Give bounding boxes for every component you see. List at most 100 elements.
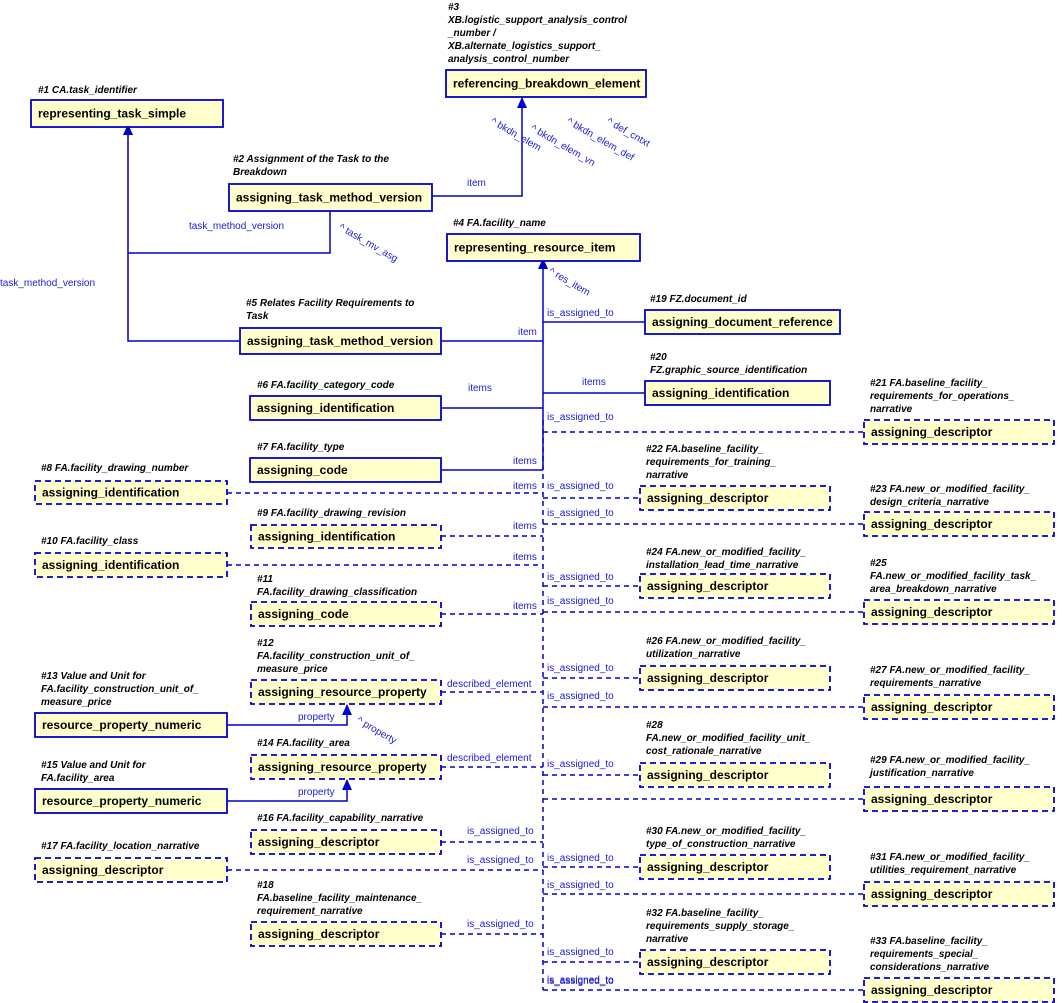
caption-line: FA.facility_drawing_classification bbox=[257, 587, 417, 598]
entity-caption-e8: #8 FA.facility_drawing_number bbox=[41, 463, 189, 474]
caption-line: #32 FA.baseline_facility_ bbox=[646, 908, 764, 919]
caption-line: FA.new_or_modified_facility_task_ bbox=[870, 571, 1037, 582]
caption-line: #29 FA.new_or_modified_facility_ bbox=[870, 755, 1030, 766]
entity-box bbox=[239, 327, 442, 355]
entity-name: resource_property_numeric bbox=[42, 718, 202, 732]
arrowhead-e14 bbox=[342, 779, 352, 790]
connector-label: item bbox=[518, 327, 537, 338]
entity-name: assigning_descriptor bbox=[871, 605, 993, 619]
entity-e22: assigning_descriptor bbox=[639, 485, 831, 511]
entity-box bbox=[250, 754, 442, 780]
connector-label: is_assigned_to bbox=[547, 572, 614, 583]
entity-caption-e22: #22 FA.baseline_facility_requirements_fo… bbox=[646, 444, 776, 481]
entity-caption-e10: #10 FA.facility_class bbox=[41, 536, 139, 547]
caption-line: #21 FA.baseline_facility_ bbox=[870, 378, 988, 389]
caption-line: #13 Value and Unit for bbox=[41, 671, 147, 682]
entity-box bbox=[644, 380, 831, 406]
entity-name: assigning_identification bbox=[42, 486, 179, 500]
arrowhead-e1 bbox=[123, 124, 133, 135]
caption-line: #16 FA.facility_capability_narrative bbox=[257, 813, 424, 824]
entity-e20: assigning_identification bbox=[644, 380, 831, 406]
entity-name: referencing_breakdown_element bbox=[453, 77, 640, 91]
connector-label: is_assigned_to bbox=[467, 855, 534, 866]
entity-e16: assigning_descriptor bbox=[250, 829, 442, 855]
connector-label: ^ property bbox=[355, 715, 399, 747]
caption-line: #28 bbox=[646, 720, 663, 731]
connector-label: described_element bbox=[447, 753, 532, 764]
caption-line: #2 Assignment of the Task to the bbox=[233, 154, 389, 165]
caption-line: type_of_construction_narrative bbox=[646, 839, 796, 850]
entity-box bbox=[863, 694, 1055, 720]
entity-box bbox=[34, 788, 228, 814]
caption-line: Task bbox=[246, 311, 269, 322]
entity-caption-e23: #23 FA.new_or_modified_facility_design_c… bbox=[870, 484, 1030, 508]
entity-caption-e33: #33 FA.baseline_facility_requirements_sp… bbox=[870, 936, 989, 973]
caption-line: #4 FA.facility_name bbox=[453, 218, 546, 229]
entity-e17: assigning_descriptor bbox=[34, 857, 228, 883]
entity-caption-e13: #13 Value and Unit forFA.facility_constr… bbox=[41, 671, 199, 708]
entity-name: assigning_descriptor bbox=[647, 860, 769, 874]
caption-line: #20 bbox=[650, 352, 667, 363]
entity-e7: assigning_code bbox=[249, 457, 442, 483]
caption-line: #3 bbox=[448, 2, 460, 13]
entity-e33: assigning_descriptor bbox=[863, 977, 1055, 1003]
entity-name: assigning_descriptor bbox=[871, 700, 993, 714]
entity-box bbox=[639, 485, 831, 511]
entity-box bbox=[863, 599, 1055, 625]
caption-line: measure_price bbox=[41, 697, 112, 708]
caption-line: #33 FA.baseline_facility_ bbox=[870, 936, 988, 947]
connector-label: item bbox=[467, 178, 486, 189]
entity-caption-e9: #9 FA.facility_drawing_revision bbox=[257, 508, 406, 519]
arrowhead-e12 bbox=[342, 704, 352, 715]
entity-e8: assigning_identification bbox=[34, 480, 228, 505]
entity-name: assigning_task_method_version bbox=[247, 334, 433, 348]
caption-line: #24 FA.new_or_modified_facility_ bbox=[646, 547, 806, 558]
entity-name: assigning_identification bbox=[42, 558, 179, 572]
caption-line: narrative bbox=[646, 470, 689, 481]
entity-caption-e17: #17 FA.facility_location_narrative bbox=[41, 841, 200, 852]
entity-name: assigning_identification bbox=[258, 530, 395, 544]
connector-label: described_element bbox=[447, 679, 532, 690]
caption-line: utilization_narrative bbox=[646, 649, 741, 660]
caption-line: #22 FA.baseline_facility_ bbox=[646, 444, 764, 455]
entity-name: assigning_identification bbox=[652, 386, 789, 400]
caption-line: requirements_narrative bbox=[870, 678, 982, 689]
entity-caption-e2: #2 Assignment of the Task to theBreakdow… bbox=[233, 154, 389, 178]
caption-line: #30 FA.new_or_modified_facility_ bbox=[646, 826, 806, 837]
entity-e4: representing_resource_item bbox=[446, 233, 641, 262]
entity-caption-e16: #16 FA.facility_capability_narrative bbox=[257, 813, 424, 824]
connector-label: task_method_version bbox=[189, 221, 284, 232]
entity-box bbox=[250, 829, 442, 855]
caption-line: FA.baseline_facility_maintenance_ bbox=[257, 893, 423, 904]
caption-line: cost_rationale_narrative bbox=[646, 746, 762, 757]
entity-caption-e12: #12FA.facility_construction_unit_of_meas… bbox=[257, 638, 415, 675]
connector-label: is_assigned_to bbox=[547, 976, 614, 987]
arrowheads bbox=[123, 97, 548, 790]
caption-line: #25 bbox=[870, 558, 887, 569]
caption-line: requirement_narrative bbox=[257, 906, 363, 917]
entity-caption-e31: #31 FA.new_or_modified_facility_utilitie… bbox=[870, 852, 1030, 876]
caption-line: #6 FA.facility_category_code bbox=[257, 380, 395, 391]
caption-line: considerations_narrative bbox=[870, 962, 989, 973]
entity-name: assigning_descriptor bbox=[647, 955, 769, 969]
entity-caption-e3: #3XB.logistic_support_analysis_control_n… bbox=[447, 2, 627, 65]
entity-e10: assigning_identification bbox=[34, 552, 228, 578]
entity-box bbox=[863, 419, 1055, 445]
entity-caption-e27: #27 FA.new_or_modified_facility_requirem… bbox=[870, 665, 1030, 689]
entity-e26: assigning_descriptor bbox=[639, 665, 831, 691]
entity-box bbox=[250, 524, 442, 549]
entity-name: assigning_descriptor bbox=[42, 863, 164, 877]
entity-name: assigning_descriptor bbox=[871, 887, 993, 901]
entity-box bbox=[863, 977, 1055, 1003]
connector-label: is_assigned_to bbox=[547, 481, 614, 492]
entity-caption-e26: #26 FA.new_or_modified_facility_utilizat… bbox=[646, 636, 806, 660]
caption-line: area_breakdown_narrative bbox=[870, 584, 997, 595]
entity-e11: assigning_code bbox=[250, 601, 442, 627]
caption-line: utilities_requirement_narrative bbox=[870, 865, 1017, 876]
caption-line: requirements_supply_storage_ bbox=[646, 921, 795, 932]
entity-name: representing_resource_item bbox=[454, 241, 615, 255]
entity-name: assigning_resource_property bbox=[258, 685, 427, 699]
caption-line: FA.facility_construction_unit_of_ bbox=[257, 651, 415, 662]
